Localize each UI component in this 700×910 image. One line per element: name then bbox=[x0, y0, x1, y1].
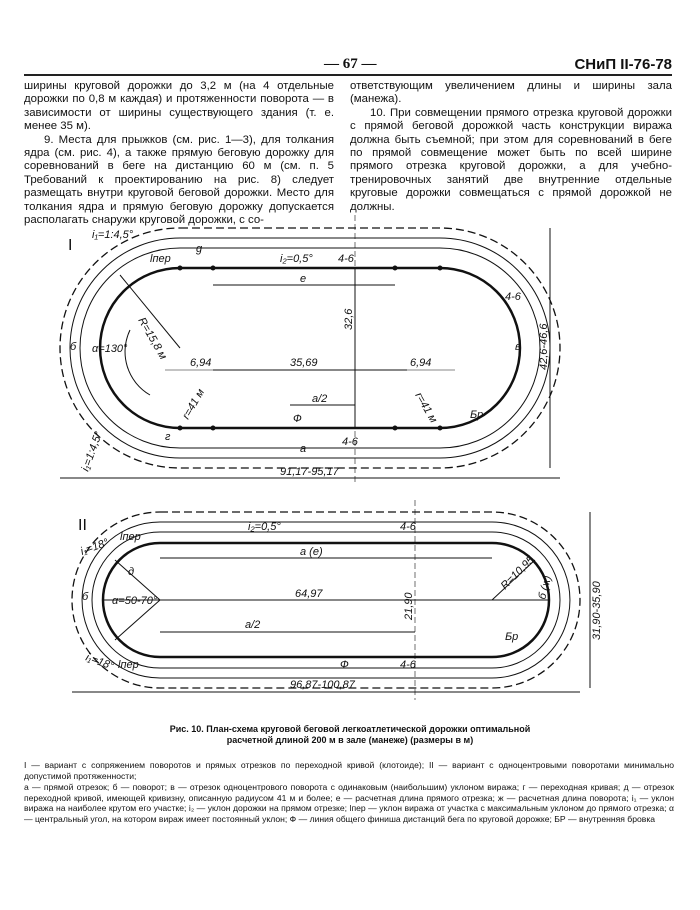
label: r=41 м bbox=[180, 387, 207, 422]
figure-caption: Рис. 10. План-схема круговой беговой лег… bbox=[169, 724, 531, 745]
radius-line bbox=[114, 599, 161, 641]
label: 91,17-95,17 bbox=[280, 466, 340, 478]
label: i₁=18° bbox=[84, 652, 116, 673]
label: а/2 bbox=[312, 393, 327, 405]
page-header: — 67 — СНиП II-76-78 bbox=[24, 56, 672, 76]
label: б bbox=[82, 591, 89, 603]
lane-line bbox=[91, 531, 561, 669]
radius-line bbox=[114, 559, 161, 601]
label: 42,6-46,6 bbox=[538, 323, 550, 370]
label: 6,94 bbox=[190, 357, 211, 369]
figure-label: II bbox=[78, 517, 87, 534]
label: α=50-70° bbox=[112, 595, 158, 607]
label: 6,94 bbox=[410, 357, 431, 369]
label: 4-6 bbox=[342, 436, 359, 448]
label: д bbox=[128, 566, 134, 578]
label: 35,69 bbox=[290, 357, 318, 369]
label: а (е) bbox=[300, 546, 323, 558]
track-diagram-1: I i₁=1:4,5° lпер g i₂=0,5° е 4-6 4-6 4-6… bbox=[59, 215, 561, 485]
label: 64,97 bbox=[295, 588, 323, 600]
label: в bbox=[515, 341, 521, 353]
paragraph: ширины круговой дорожки до 3,2 м (на 4 о… bbox=[24, 80, 334, 133]
figure-diagrams: I i₁=1:4,5° lпер g i₂=0,5° е 4-6 4-6 4-6… bbox=[59, 215, 603, 700]
label: Ф bbox=[293, 413, 302, 425]
legend-line: а — прямой отрезок; б — поворот; в — отр… bbox=[24, 782, 674, 824]
right-column: ответствующим увеличением длины и ширины… bbox=[350, 80, 672, 214]
label: i₁=18° bbox=[79, 536, 111, 557]
label: i₂=0,5° bbox=[248, 521, 281, 533]
label: 4-6 bbox=[505, 291, 522, 303]
label: i₁=1:4,5° bbox=[92, 229, 134, 241]
lane-line bbox=[81, 521, 571, 679]
page-number: — 67 — bbox=[324, 56, 377, 72]
label: R=10,95 bbox=[499, 553, 538, 592]
document-code: СНиП II-76-78 bbox=[574, 56, 672, 73]
lane-line bbox=[69, 237, 551, 459]
label: lпер bbox=[120, 531, 141, 543]
lane-line bbox=[79, 247, 541, 449]
label: 31,90-35,90 bbox=[591, 580, 603, 640]
left-column: ширины круговой дорожки до 3,2 м (на 4 о… bbox=[24, 80, 334, 227]
label: lпер bbox=[150, 253, 171, 265]
label: Ф bbox=[340, 659, 349, 671]
label: Бр bbox=[505, 631, 518, 643]
label: 96,87-100,87 bbox=[290, 679, 356, 691]
legend-line: I — вариант с сопряжением поворотов и пр… bbox=[24, 760, 674, 781]
figure-legend: I — вариант с сопряжением поворотов и пр… bbox=[24, 760, 674, 825]
label: а bbox=[300, 443, 306, 455]
label: 21,90 bbox=[403, 592, 415, 621]
figure-label: I bbox=[68, 237, 72, 254]
label: i₁=1:4,5° bbox=[80, 430, 106, 473]
label: е bbox=[300, 273, 306, 285]
paragraph: 9. Места для прыжков (см. рис. 1—3), для… bbox=[24, 133, 334, 227]
label: R=15,8 м bbox=[135, 316, 169, 363]
label: g bbox=[196, 243, 203, 255]
label: г bbox=[165, 431, 171, 443]
label: α=130° bbox=[92, 343, 128, 355]
paragraph: 10. При совмещении прямого отрезка круго… bbox=[350, 106, 672, 213]
inner-edge bbox=[101, 541, 551, 659]
label: 4-6 bbox=[400, 521, 417, 533]
track-diagram-2: II i₁=18° lпер i₂=0,5° а (е) 4-6 4-6 α=5… bbox=[71, 500, 603, 700]
label: 4-6 bbox=[400, 659, 417, 671]
label: а/2 bbox=[245, 619, 260, 631]
label: Бр bbox=[470, 409, 483, 421]
outer-boundary bbox=[59, 227, 561, 469]
radius-line bbox=[119, 274, 181, 349]
label: r=41 м bbox=[412, 391, 439, 426]
label: lпер bbox=[118, 659, 139, 671]
label: б bbox=[70, 341, 77, 353]
radius-line bbox=[491, 559, 536, 601]
angle-arc bbox=[124, 329, 151, 396]
label: б (ж) bbox=[536, 574, 554, 601]
label: 4-6 bbox=[338, 253, 355, 265]
paragraph: ответствующим увеличением длины и ширины… bbox=[350, 80, 672, 106]
label: i₂=0,5° bbox=[280, 253, 313, 265]
label: 32,6 bbox=[343, 308, 355, 330]
